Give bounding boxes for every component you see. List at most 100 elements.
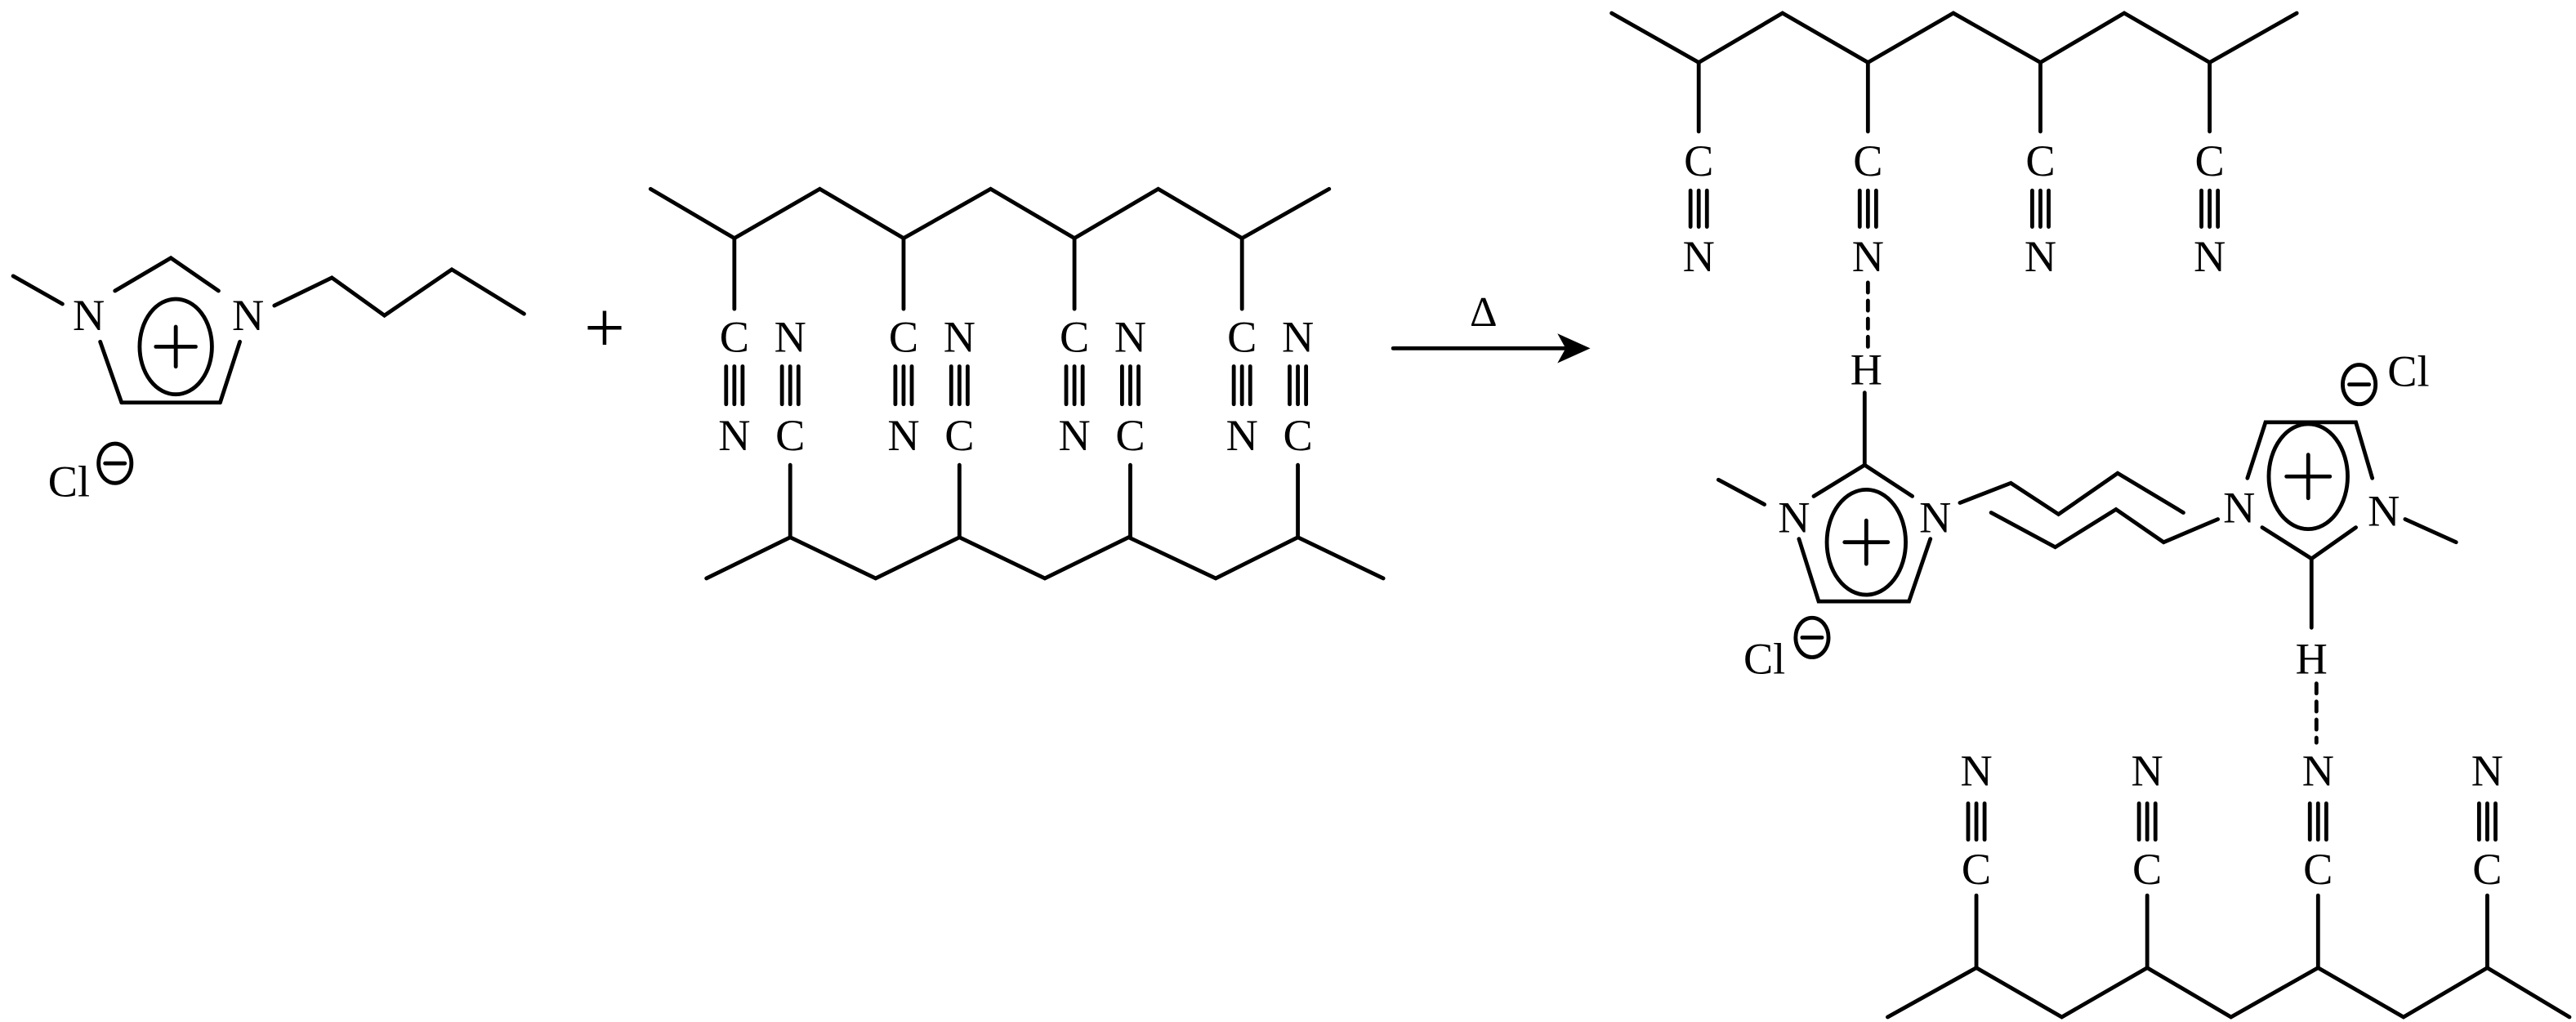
- nitrogen-label: N: [2223, 483, 2255, 532]
- carbon-label: C: [1283, 411, 1312, 460]
- triple-bond: [2476, 801, 2498, 842]
- nitrogen-n1: N: [73, 291, 105, 340]
- nitrogen-label: N: [2471, 746, 2503, 795]
- upper-polymer-backbone: [648, 186, 1332, 241]
- carbon-label: C: [2472, 845, 2502, 894]
- carbon-label: C: [2194, 136, 2224, 185]
- positive-charge-icon: [2266, 422, 2350, 532]
- charge-circle: [96, 441, 134, 485]
- triple-bond: [893, 364, 914, 407]
- triple-bond: [1688, 188, 1709, 229]
- carbon-label: C: [2303, 845, 2333, 894]
- methyl-bond: [1716, 477, 1767, 507]
- nitrogen-label: N: [1852, 232, 1884, 281]
- heat-condition-label: Δ: [1470, 288, 1498, 336]
- nitrogen-label: N: [1114, 312, 1146, 361]
- hydrogen-label: H: [2296, 635, 2328, 684]
- carbon-label: C: [720, 312, 749, 361]
- carbon-label: C: [1060, 312, 1089, 361]
- positive-charge-icon: [137, 297, 214, 397]
- charge-circle: [2266, 422, 2350, 532]
- nitrogen-label: N: [887, 411, 919, 460]
- negative-charge-icon: [96, 441, 134, 485]
- charge-circle: [137, 297, 214, 397]
- triple-bond: [2199, 188, 2221, 229]
- nitrile-group: CN: [1683, 60, 1715, 281]
- triple-bond: [779, 364, 801, 407]
- triple-bond: [1288, 364, 1309, 407]
- ring-bond: [98, 339, 124, 405]
- upper-polymer-backbone: [1609, 11, 2299, 65]
- nitrogen-label: N: [944, 312, 975, 361]
- nitrogen-label: N: [1058, 411, 1090, 460]
- nitrogen-label: N: [1960, 746, 1992, 795]
- triple-bond: [1857, 188, 1878, 229]
- chloride-label: Cl: [48, 457, 90, 506]
- lower-polymer-backbone: [1886, 965, 2572, 1020]
- ring-c2-bonds: [1811, 462, 1915, 498]
- carbon-label: C: [889, 312, 918, 361]
- chloride-label: Cl: [2387, 347, 2429, 396]
- lower-polymer-backbone: [704, 534, 1386, 581]
- methyl-bond: [11, 274, 65, 306]
- triple-bond: [1231, 364, 1252, 407]
- triple-bond: [2307, 801, 2328, 842]
- charge-circle: [1793, 615, 1831, 659]
- charge-circle: [2341, 363, 2378, 407]
- carbon-label: C: [1962, 845, 1991, 894]
- ring-bond: [218, 339, 242, 405]
- nitrogen-n3: N: [232, 291, 264, 340]
- positive-charge-icon: [1824, 487, 1908, 597]
- negative-charge-icon: [1793, 615, 1831, 659]
- nitrogen-label: N: [1683, 232, 1715, 281]
- nitrogen-label: N: [2368, 486, 2400, 535]
- triple-bond: [1064, 364, 1085, 407]
- butyl-chain: [1958, 471, 2185, 517]
- nitrogen-label: N: [2302, 746, 2334, 795]
- carbon-label: C: [775, 411, 805, 460]
- triple-bond: [724, 364, 745, 407]
- nitrile-group: NC: [1960, 746, 1993, 971]
- triple-bond: [2136, 801, 2158, 842]
- nitrile-group: CN: [2194, 60, 2226, 281]
- carbon-label: C: [1115, 411, 1145, 460]
- reactant-ionic-liquid: N N Cl: [11, 255, 526, 506]
- carbon-label: C: [1684, 136, 1713, 185]
- nitrogen-label: N: [2025, 232, 2056, 281]
- arrow-head: [1557, 333, 1591, 364]
- nitrogen-label: N: [2194, 232, 2226, 281]
- nitrogen-label: N: [775, 312, 806, 361]
- ring-lower-bonds: [1797, 537, 1933, 604]
- nitrile-group: CN: [1852, 60, 1884, 281]
- ring-c2-bonds: [113, 255, 221, 293]
- chloride-label: Cl: [1743, 635, 1785, 684]
- reaction-arrow: Δ: [1391, 288, 1591, 364]
- nitrogen-label: N: [718, 411, 750, 460]
- methyl-bond: [2403, 517, 2458, 545]
- nitrogen-label: N: [1282, 312, 1314, 361]
- carbon-label: C: [2025, 136, 2055, 185]
- nitrile-group: NC: [2471, 746, 2503, 971]
- butyl-chain: [272, 266, 526, 319]
- triple-bond: [949, 364, 970, 407]
- plus-sign: +: [584, 288, 625, 368]
- nitrogen-label: N: [2132, 746, 2163, 795]
- carbon-label: C: [1853, 136, 1882, 185]
- triple-bond: [1966, 801, 1987, 842]
- nitrile-group: CN: [2025, 60, 2056, 281]
- butyl-chain: [1989, 507, 2221, 550]
- charge-circle: [1824, 487, 1908, 597]
- nitrogen-label: N: [1919, 493, 1951, 542]
- nitrile-group: NC: [2302, 746, 2334, 971]
- triple-bond: [1119, 364, 1141, 407]
- carbon-label: C: [1227, 312, 1257, 361]
- carbon-label: C: [944, 411, 974, 460]
- hydrogen-label: H: [1851, 346, 1882, 395]
